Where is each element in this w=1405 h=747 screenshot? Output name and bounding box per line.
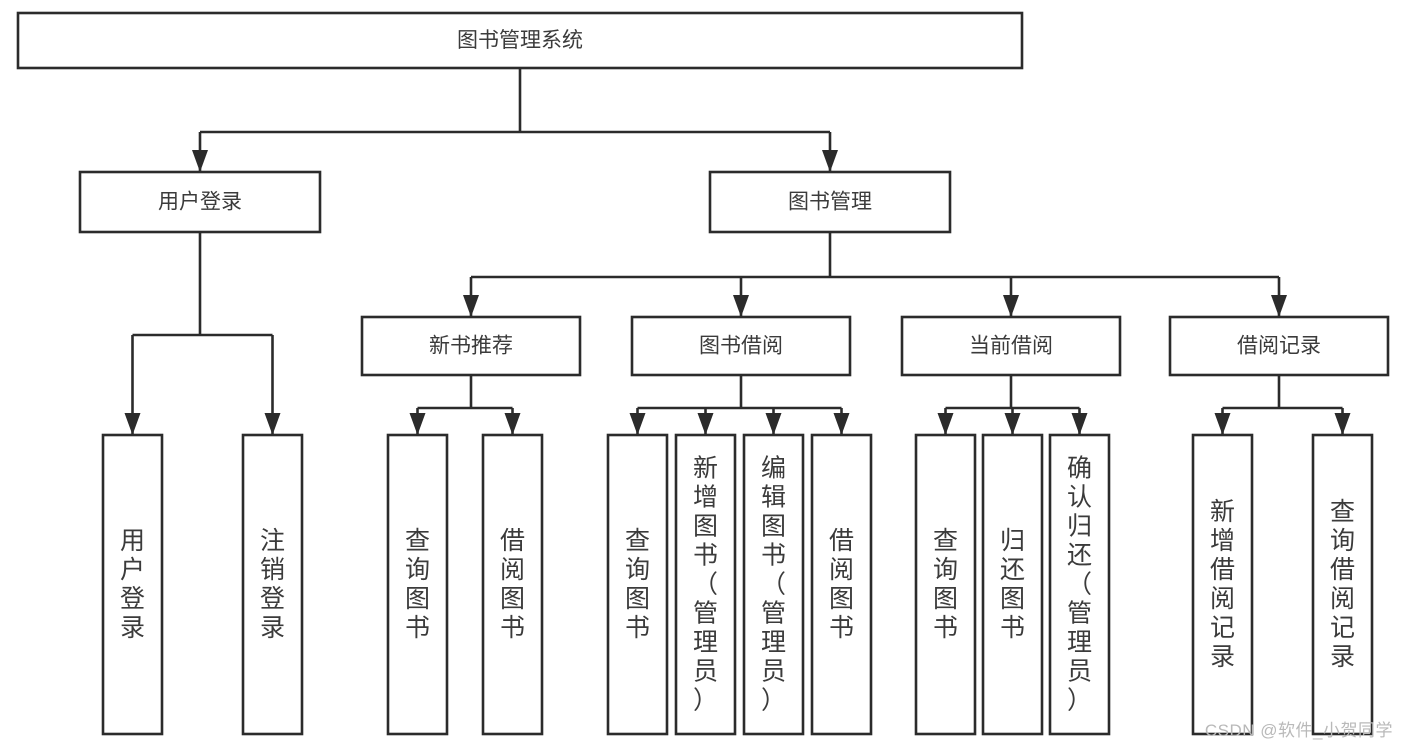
node-box-bb-borrow-book <box>810 433 873 736</box>
root-arrow-0 <box>192 150 208 172</box>
node-root[interactable]: 图书管理系统 <box>16 11 1024 70</box>
node-cb-confirm-return[interactable]: 确认归还（管理员） <box>1048 433 1111 736</box>
node-label-bb-add-book: 新增图书（管理员） <box>693 455 718 715</box>
node-label-book-borrow: 图书借阅 <box>699 335 783 358</box>
node-box-book-borrow <box>630 315 852 377</box>
node-box-bb-query-book <box>606 433 669 736</box>
current-borrow-arrow-1 <box>1004 413 1021 435</box>
node-label-user-login-do: 用户登录 <box>120 527 145 642</box>
node-label-cb-return-book: 归还图书 <box>1000 527 1025 642</box>
node-label-user-logout: 注销登录 <box>260 527 285 642</box>
node-box-cb-query-book <box>914 433 977 736</box>
node-user-login[interactable]: 用户登录 <box>78 170 322 234</box>
book-borrow-arrow-1 <box>697 413 714 435</box>
node-borrow-record[interactable]: 借阅记录 <box>1168 315 1390 377</box>
node-bb-add-book[interactable]: 新增图书（管理员） <box>674 433 737 736</box>
node-label-new-book-recommend: 新书推荐 <box>429 335 513 358</box>
node-box-bb-edit-book <box>742 433 805 736</box>
node-label-br-query-record: 查询借阅记录 <box>1330 498 1355 671</box>
node-label-book-management: 图书管理 <box>788 191 872 214</box>
book-borrow-arrow-0 <box>629 413 646 435</box>
book-management-arrow-1 <box>733 295 749 317</box>
node-box-nb-borrow-book <box>481 433 544 736</box>
borrow-record-arrow-1 <box>1334 413 1351 435</box>
node-label-bb-query-book: 查询图书 <box>625 527 650 642</box>
node-box-br-query-record <box>1311 433 1374 736</box>
node-user-logout[interactable]: 注销登录 <box>241 433 304 736</box>
book-management-arrow-2 <box>1003 295 1019 317</box>
borrow-record-arrow-0 <box>1214 413 1231 435</box>
node-label-nb-borrow-book: 借阅图书 <box>500 527 525 642</box>
node-label-current-borrow: 当前借阅 <box>969 335 1053 358</box>
node-label-bb-borrow-book: 借阅图书 <box>829 527 854 642</box>
node-bb-borrow-book[interactable]: 借阅图书 <box>810 433 873 736</box>
node-box-user-login <box>78 170 322 234</box>
node-box-root <box>16 11 1024 70</box>
user-login-arrow-1 <box>264 413 281 435</box>
node-br-add-record[interactable]: 新增借阅记录 <box>1191 433 1254 736</box>
node-br-query-record[interactable]: 查询借阅记录 <box>1311 433 1374 736</box>
root-arrow-1 <box>822 150 838 172</box>
node-box-book-management <box>708 170 952 234</box>
book-borrow-arrow-3 <box>833 413 850 435</box>
node-box-br-add-record <box>1191 433 1254 736</box>
user-login-arrow-0 <box>124 413 141 435</box>
node-current-borrow[interactable]: 当前借阅 <box>900 315 1122 377</box>
node-box-nb-query-book <box>386 433 449 736</box>
book-borrow-arrow-2 <box>765 413 782 435</box>
node-nb-query-book[interactable]: 查询图书 <box>386 433 449 736</box>
new-book-recommend-arrow-0 <box>409 413 426 435</box>
connector-layer <box>124 68 1351 435</box>
book-management-arrow-0 <box>463 295 479 317</box>
node-box-bb-add-book <box>674 433 737 736</box>
node-box-borrow-record <box>1168 315 1390 377</box>
node-label-cb-confirm-return: 确认归还（管理员） <box>1067 455 1092 715</box>
node-box-cb-return-book <box>981 433 1044 736</box>
node-box-current-borrow <box>900 315 1122 377</box>
node-bb-edit-book[interactable]: 编辑图书（管理员） <box>742 433 805 736</box>
node-label-br-add-record: 新增借阅记录 <box>1210 498 1235 671</box>
node-box-user-login-do <box>101 433 164 736</box>
node-new-book-recommend[interactable]: 新书推荐 <box>360 315 582 377</box>
csdn-watermark: CSDN @软件_小贺同学 <box>1204 721 1393 740</box>
new-book-recommend-arrow-1 <box>504 413 521 435</box>
node-layer: 图书管理系统用户登录用户登录注销登录图书管理新书推荐查询图书借阅图书图书借阅查询… <box>16 11 1390 736</box>
node-cb-return-book[interactable]: 归还图书 <box>981 433 1044 736</box>
node-cb-query-book[interactable]: 查询图书 <box>914 433 977 736</box>
node-label-cb-query-book: 查询图书 <box>933 527 958 642</box>
node-label-root: 图书管理系统 <box>457 29 583 52</box>
current-borrow-arrow-0 <box>937 413 954 435</box>
node-book-management[interactable]: 图书管理 <box>708 170 952 234</box>
node-box-cb-confirm-return <box>1048 433 1111 736</box>
node-label-user-login: 用户登录 <box>158 191 242 214</box>
node-book-borrow[interactable]: 图书借阅 <box>630 315 852 377</box>
node-bb-query-book[interactable]: 查询图书 <box>606 433 669 736</box>
node-label-nb-query-book: 查询图书 <box>405 527 430 642</box>
node-label-bb-edit-book: 编辑图书（管理员） <box>761 455 786 715</box>
node-box-new-book-recommend <box>360 315 582 377</box>
book-management-arrow-3 <box>1271 295 1287 317</box>
node-label-borrow-record: 借阅记录 <box>1237 335 1321 358</box>
current-borrow-arrow-2 <box>1071 413 1088 435</box>
node-user-login-do[interactable]: 用户登录 <box>101 433 164 736</box>
node-nb-borrow-book[interactable]: 借阅图书 <box>481 433 544 736</box>
node-box-user-logout <box>241 433 304 736</box>
